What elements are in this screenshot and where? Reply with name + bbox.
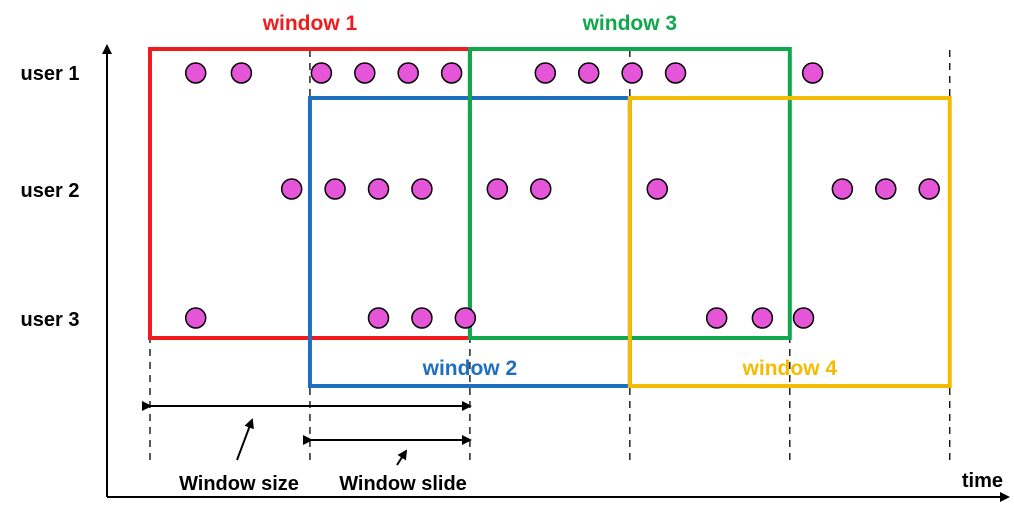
window-slide-label: Window slide <box>339 473 467 495</box>
event-dot <box>646 178 669 200</box>
event-dot <box>184 62 207 84</box>
axes-group: time <box>102 44 1010 502</box>
window-size-label: Window size <box>179 473 299 495</box>
user-1-label: user 1 <box>21 63 80 85</box>
event-dot <box>440 62 463 84</box>
event-dot <box>454 307 477 329</box>
window-3-label: window 3 <box>582 12 678 35</box>
time-guide-lines <box>149 50 951 465</box>
event-dot <box>664 62 687 84</box>
window-1-label: window 1 <box>262 12 358 35</box>
user-2-label: user 2 <box>21 180 80 202</box>
window-2-label: window 2 <box>422 357 518 380</box>
user-labels: user 1 user 2 user 3 <box>21 63 80 331</box>
annotations-group: Window size Window slide <box>142 401 472 495</box>
event-dot <box>230 62 253 84</box>
window-4-frame <box>627 96 952 388</box>
event-dot <box>354 62 376 84</box>
event-dot <box>411 178 433 200</box>
event-dot <box>751 307 774 329</box>
event-dot <box>534 62 557 84</box>
event-dot <box>801 62 824 84</box>
event-dot <box>705 307 728 329</box>
window-4-label: window 4 <box>742 357 838 380</box>
event-dot <box>397 62 419 84</box>
x-axis-label: time <box>962 470 1003 492</box>
event-dot <box>367 307 390 329</box>
event-dot <box>310 62 333 84</box>
event-dot <box>577 62 600 84</box>
window-slide-pointer <box>396 449 408 466</box>
event-dot <box>486 178 509 200</box>
event-dot <box>792 307 815 329</box>
event-dot <box>280 178 303 200</box>
event-dot <box>411 307 433 329</box>
event-dot <box>324 178 346 200</box>
event-dot <box>621 62 643 84</box>
event-dot <box>184 307 207 329</box>
window-size-pointer <box>236 418 254 461</box>
event-dot <box>529 178 552 200</box>
event-dot <box>918 178 940 200</box>
windows-group: window 1 window 2 window 3 window 4 <box>148 12 952 388</box>
event-dot <box>831 178 854 200</box>
event-dot <box>875 178 897 200</box>
user-3-label: user 3 <box>21 309 80 331</box>
events-group <box>184 62 940 329</box>
event-dot <box>367 178 390 200</box>
